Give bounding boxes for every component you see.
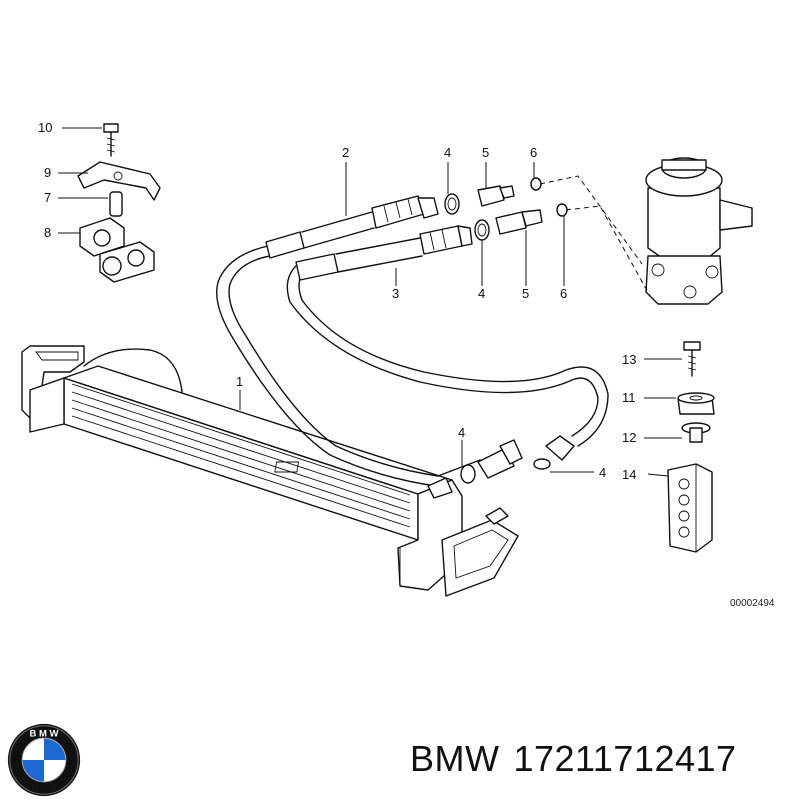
callout-2: 2 bbox=[342, 145, 349, 160]
diagram-reference-code: 00002494 bbox=[730, 598, 775, 609]
callout-7: 7 bbox=[44, 190, 51, 205]
part-caption: BMW 17211712417 bbox=[410, 738, 751, 780]
callout-9: 9 bbox=[44, 165, 51, 180]
brand-name: BMW bbox=[410, 738, 500, 779]
callout-4-right: 4 bbox=[599, 465, 606, 480]
callout-1: 1 bbox=[236, 374, 243, 389]
callout-10: 10 bbox=[38, 120, 52, 135]
logo-lettering: B M W bbox=[29, 728, 58, 739]
oil-hose-3 bbox=[286, 225, 609, 477]
mounting-hardware-left bbox=[77, 123, 161, 283]
oil-cooler-part bbox=[21, 345, 519, 597]
callout-4-cooler: 4 bbox=[458, 425, 465, 440]
callout-5-top: 5 bbox=[482, 145, 489, 160]
callout-4-top: 4 bbox=[444, 145, 451, 160]
callout-3: 3 bbox=[392, 286, 399, 301]
part-number: 17211712417 bbox=[513, 738, 737, 779]
callout-numbers: 10 9 7 8 2 3 4 5 6 4 5 6 1 4 4 13 11 12 … bbox=[38, 120, 636, 482]
callout-12: 12 bbox=[622, 430, 636, 445]
callout-11: 11 bbox=[622, 390, 636, 405]
oil-hose-2 bbox=[216, 195, 439, 487]
callout-6-mid: 6 bbox=[560, 286, 567, 301]
callout-4-mid: 4 bbox=[478, 286, 485, 301]
callout-14: 14 bbox=[622, 467, 636, 482]
hose-fittings-lower bbox=[427, 439, 551, 499]
hose-fittings-upper bbox=[444, 177, 568, 241]
callout-8: 8 bbox=[44, 225, 51, 240]
callout-13: 13 bbox=[622, 352, 636, 367]
bmw-roundel-icon: B M W bbox=[7, 723, 81, 797]
callout-leaders bbox=[58, 127, 682, 477]
callout-6-top: 6 bbox=[530, 145, 537, 160]
oil-filter-housing bbox=[539, 157, 753, 305]
callout-5-mid: 5 bbox=[522, 286, 529, 301]
mounting-hardware-right bbox=[667, 341, 715, 553]
